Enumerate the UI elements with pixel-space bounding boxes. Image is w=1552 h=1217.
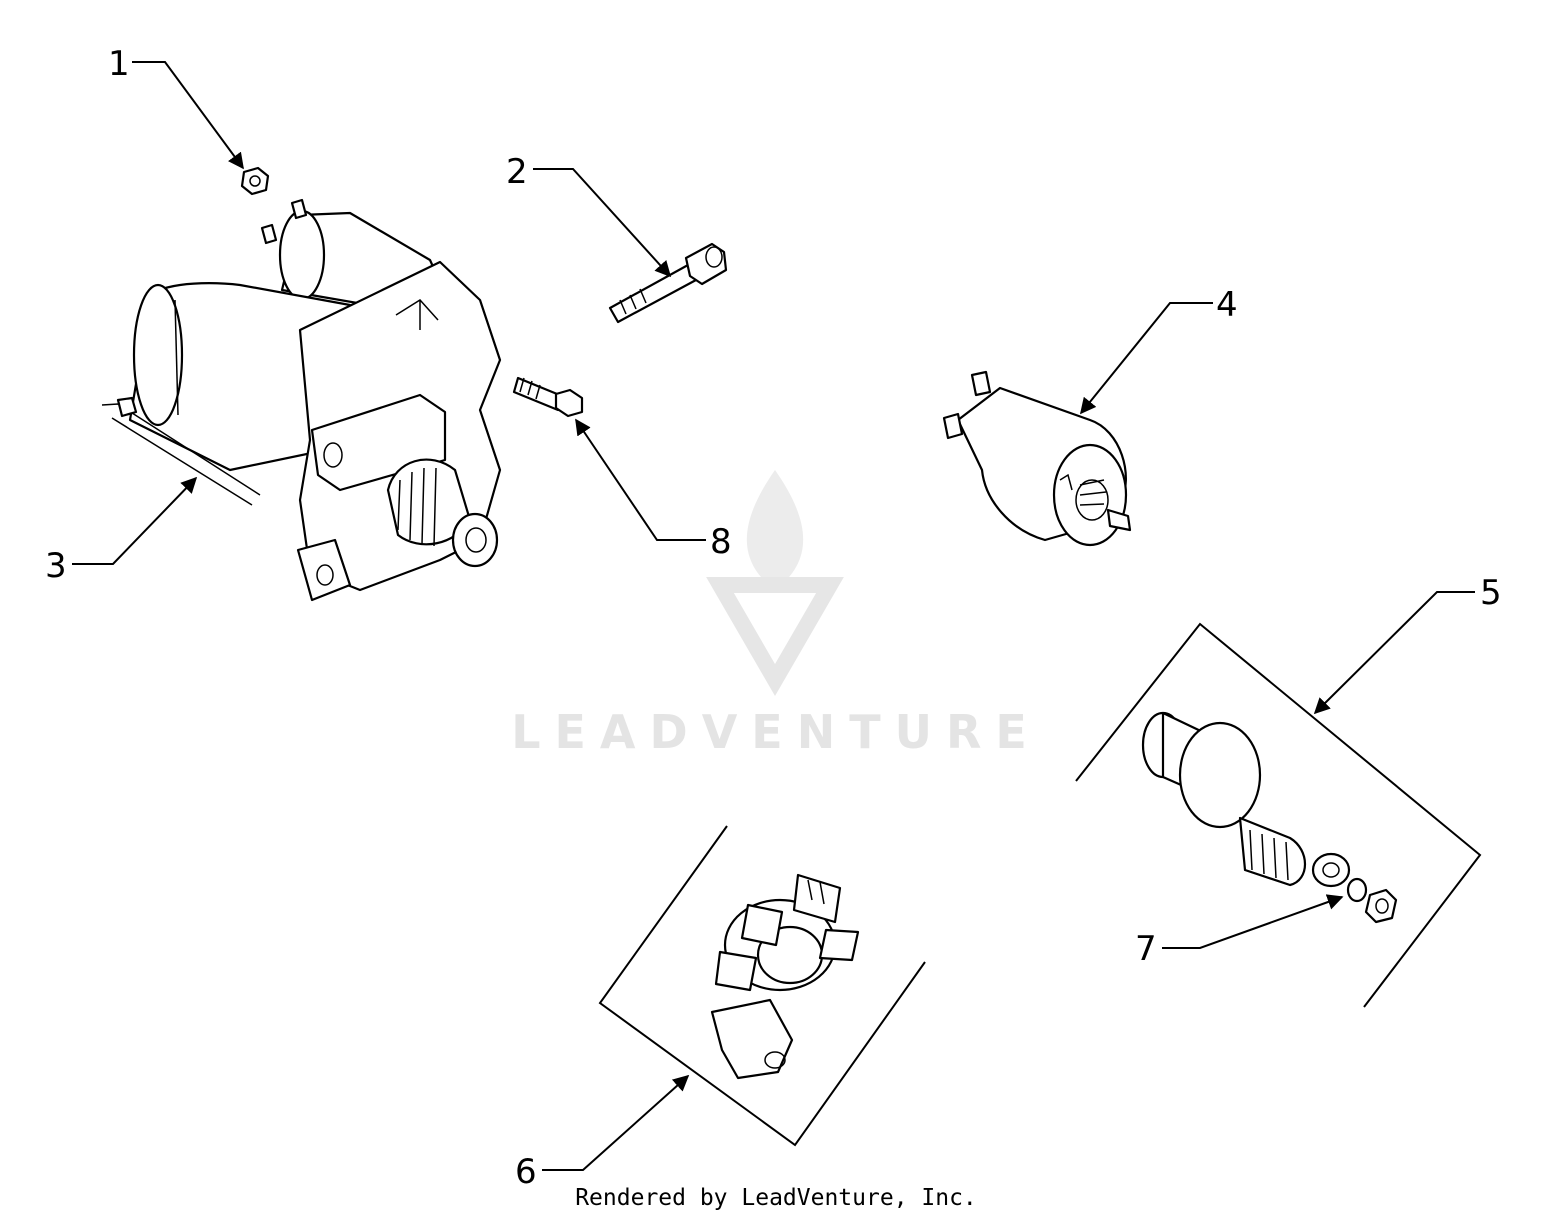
callout-7: 7 bbox=[1135, 929, 1157, 969]
watermark-v-logo-icon bbox=[706, 577, 844, 696]
callout-8: 8 bbox=[710, 522, 732, 562]
leader-7 bbox=[1162, 894, 1344, 949]
part-8-bolt[interactable] bbox=[512, 376, 584, 418]
leader-4 bbox=[1079, 302, 1213, 415]
part-1-nut[interactable] bbox=[240, 166, 270, 196]
part-5-frame bbox=[1075, 622, 1482, 1008]
leader-5 bbox=[1313, 591, 1475, 715]
part-5-drive-assembly[interactable] bbox=[1141, 711, 1306, 887]
callout-labels: 1 2 3 4 5 6 7 8 bbox=[45, 44, 1502, 1192]
leader-8 bbox=[575, 418, 706, 541]
watermark-flame-icon bbox=[746, 470, 804, 590]
footer-credit: Rendered by LeadVenture, Inc. bbox=[575, 1185, 977, 1211]
callout-1: 1 bbox=[108, 44, 130, 84]
watermark-text: LEADVENTURE bbox=[511, 705, 1041, 759]
part-6-brush-holder[interactable] bbox=[710, 873, 860, 1080]
part-4-solenoid[interactable] bbox=[942, 370, 1132, 547]
callout-4: 4 bbox=[1216, 285, 1238, 325]
part-6-frame bbox=[598, 825, 926, 1147]
watermark: LEADVENTURE bbox=[511, 470, 1041, 759]
callout-5: 5 bbox=[1480, 573, 1502, 613]
callout-2: 2 bbox=[506, 152, 528, 192]
part-7-retaining-ring[interactable] bbox=[1311, 852, 1398, 924]
part-2-bolt[interactable] bbox=[608, 242, 728, 324]
callout-3: 3 bbox=[45, 546, 67, 586]
part-3-starter-motor[interactable] bbox=[101, 198, 502, 602]
leader-6 bbox=[542, 1074, 690, 1171]
leader-lines bbox=[72, 61, 1475, 1171]
leader-2 bbox=[533, 168, 672, 278]
leader-3 bbox=[72, 476, 198, 565]
leader-1 bbox=[132, 61, 244, 170]
callout-6: 6 bbox=[515, 1152, 537, 1192]
